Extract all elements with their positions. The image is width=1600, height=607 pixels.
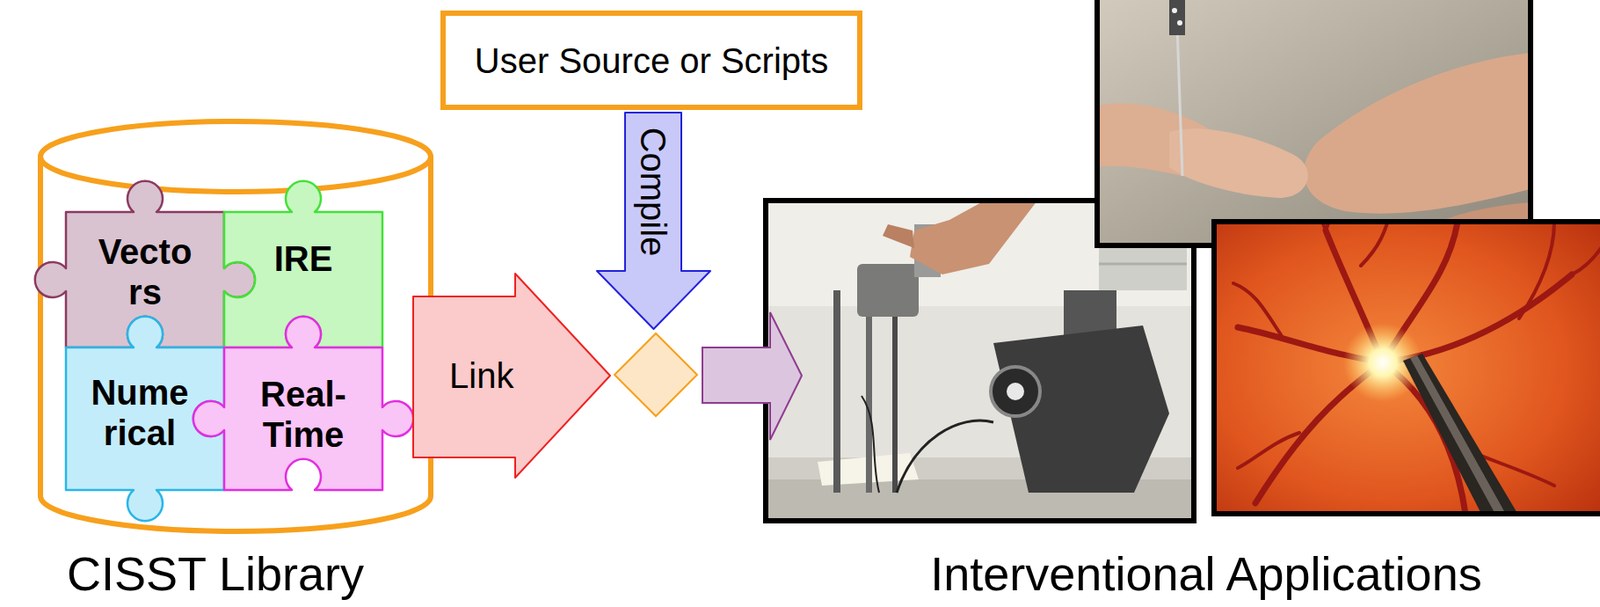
- lab-photo: [857, 263, 919, 317]
- lab-photo: [1006, 382, 1025, 400]
- hand-photo: [1303, 52, 1531, 214]
- lab-photo: [765, 200, 1194, 521]
- photo-frame: [1097, 0, 1531, 246]
- retina-photo: [1233, 221, 1600, 486]
- hand-photo: [1171, 7, 1178, 14]
- lab-photo: [765, 200, 1194, 521]
- compile-arrow: Compile: [596, 112, 711, 329]
- lab-photo: [861, 395, 880, 493]
- retina-photo: [1233, 221, 1600, 514]
- retina-photo: [1403, 353, 1521, 514]
- output-arrow: [702, 312, 802, 440]
- lab-photo: [1098, 262, 1187, 266]
- junction-diamond: [614, 333, 698, 416]
- lab-photo: [896, 420, 994, 493]
- hand-photo: [1097, 0, 1531, 246]
- retina-photo: [1410, 355, 1509, 514]
- link-arrow-text: Link: [449, 355, 514, 396]
- photo-frame: [765, 200, 1194, 521]
- compile-arrow-shape: [596, 112, 711, 329]
- library-cylinder: CISST Library Vecto rs IRE Nume rical Real- …: [26, 114, 449, 607]
- link-arrow-shape: [413, 273, 611, 478]
- puzzle-piece-text: IRE: [274, 238, 334, 279]
- photo-frame: [1214, 221, 1600, 514]
- lab-photo: [833, 290, 841, 493]
- puzzle-piece-text: Nume rical: [90, 371, 189, 453]
- link-arrow: Link: [413, 273, 611, 478]
- source-box: User Source or Scripts: [440, 10, 863, 110]
- hand-photo: [1169, 0, 1186, 36]
- puzzle-piece-text: Real- Time: [260, 373, 347, 455]
- lab-photo: [909, 200, 1038, 275]
- puzzle-piece-text: Vecto rs: [98, 231, 193, 313]
- retina-photo: [1214, 221, 1600, 514]
- source-box-text: User Source or Scripts: [474, 40, 829, 81]
- lab-photo: [882, 224, 915, 248]
- lab-photo: [990, 366, 1040, 416]
- hand-photo: [1169, 128, 1309, 198]
- compile-arrow-text: Compile: [632, 127, 674, 257]
- puzzle-piece-shape: [193, 316, 414, 490]
- hand-photo: [1177, 20, 1183, 26]
- puzzle-piece: Real- Time: [224, 347, 383, 490]
- hand-photo: [1097, 0, 1531, 246]
- caption-label: Interventional Applications: [930, 545, 1482, 601]
- library-cylinder-text: CISST Library: [26, 545, 405, 601]
